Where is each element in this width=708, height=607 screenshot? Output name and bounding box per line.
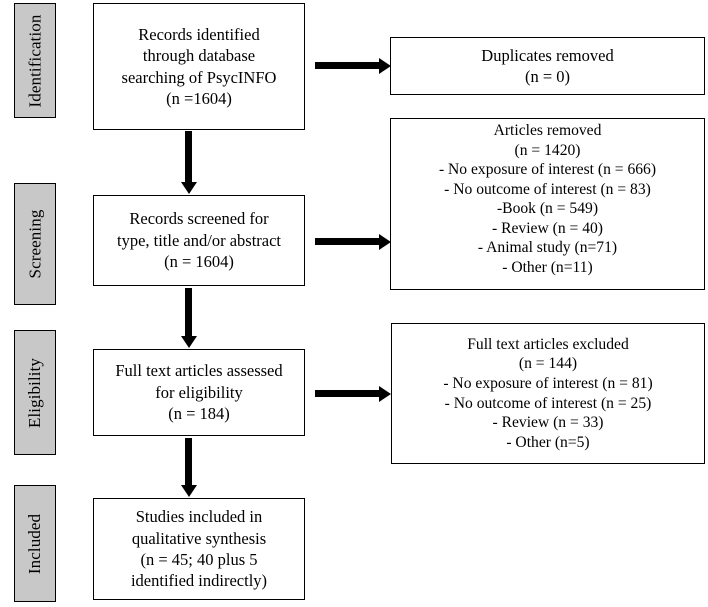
- box-studies-included-text: Studies included in qualitative synthesi…: [130, 507, 268, 591]
- box-articles-removed-text: Articles removed (n = 1420) - No exposur…: [438, 122, 657, 276]
- box-records-screened: Records screened for type, title and/or …: [93, 195, 305, 286]
- box-full-text-excluded-text: Full text articles excluded (n = 144) - …: [443, 335, 653, 451]
- box-records-identified-text: Records identified through database sear…: [121, 24, 277, 108]
- box-duplicates-removed-text: Duplicates removed (n = 0): [481, 45, 614, 86]
- arrow-identified-to-screened: [185, 131, 192, 183]
- stage-label-eligibility: Eligibility: [14, 330, 56, 455]
- box-records-identified: Records identified through database sear…: [93, 3, 305, 130]
- stage-label-eligibility-text: Eligibility: [25, 357, 45, 428]
- arrow-screened-to-fulltext: [185, 288, 192, 337]
- stage-label-included-text: Included: [25, 513, 44, 574]
- arrow-screened-to-articles-removed: [315, 238, 380, 245]
- box-records-screened-text: Records screened for type, title and/or …: [116, 209, 282, 272]
- box-full-text-excluded: Full text articles excluded (n = 144) - …: [391, 323, 705, 464]
- stage-label-screening: Screening: [14, 183, 56, 305]
- arrow-fulltext-to-included: [185, 438, 192, 486]
- arrow-fulltext-to-excluded: [315, 390, 380, 397]
- arrow-identified-to-duplicates: [315, 62, 380, 69]
- stage-label-included: Included: [14, 485, 56, 602]
- box-duplicates-removed: Duplicates removed (n = 0): [390, 37, 705, 95]
- box-full-text-assessed-text: Full text articles assessed for eligibil…: [115, 361, 283, 424]
- box-articles-removed: Articles removed (n = 1420) - No exposur…: [390, 118, 705, 290]
- stage-label-identification-text: Identification: [25, 14, 45, 107]
- stage-label-identification: Identification: [14, 3, 56, 118]
- box-full-text-assessed: Full text articles assessed for eligibil…: [93, 349, 305, 436]
- stage-label-screening-text: Screening: [25, 209, 45, 279]
- box-studies-included: Studies included in qualitative synthesi…: [93, 498, 305, 600]
